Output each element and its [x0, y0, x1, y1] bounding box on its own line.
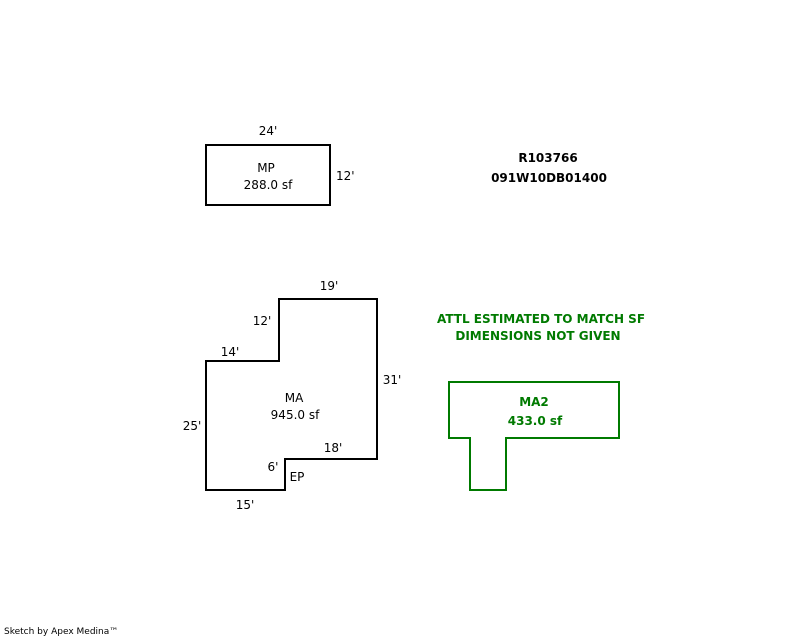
mp-code-label: MP	[257, 161, 275, 175]
account-number: R103766	[518, 151, 577, 165]
ma-notch-dimension: 6'	[268, 460, 279, 474]
ma-bottom-dimension: 15'	[236, 498, 255, 512]
mp-outline	[205, 144, 331, 206]
ma-code-label: MA	[285, 391, 304, 405]
ma-step-dimension: 14'	[221, 345, 240, 359]
mp-area-label: 288.0 sf	[244, 178, 293, 192]
ma-outline	[205, 298, 378, 491]
ma-area-label: 945.0 sf	[271, 408, 320, 422]
ma-right-dimension: 31'	[383, 373, 402, 387]
ma2-area-label: 433.0 sf	[508, 414, 563, 428]
estimate-note-line-1: ATTL ESTIMATED TO MATCH SF	[437, 312, 645, 326]
map-tax-lot: 091W10DB01400	[491, 171, 607, 185]
sketch-credit: Sketch by Apex Medina™	[4, 627, 119, 637]
ep-code-label: EP	[290, 470, 305, 484]
mp-right-dimension: 12'	[336, 169, 355, 183]
mp-top-dimension: 24'	[259, 124, 278, 138]
estimate-note-line-2: DIMENSIONS NOT GIVEN	[455, 329, 620, 343]
ma2-outline	[448, 381, 620, 491]
ma-inner-left-dimension: 12'	[253, 314, 272, 328]
ma-left-dimension: 25'	[183, 419, 202, 433]
ma-top-dimension: 19'	[320, 279, 339, 293]
ma2-code-label: MA2	[519, 395, 549, 409]
ma-bottom-right-dimension: 18'	[324, 441, 343, 455]
